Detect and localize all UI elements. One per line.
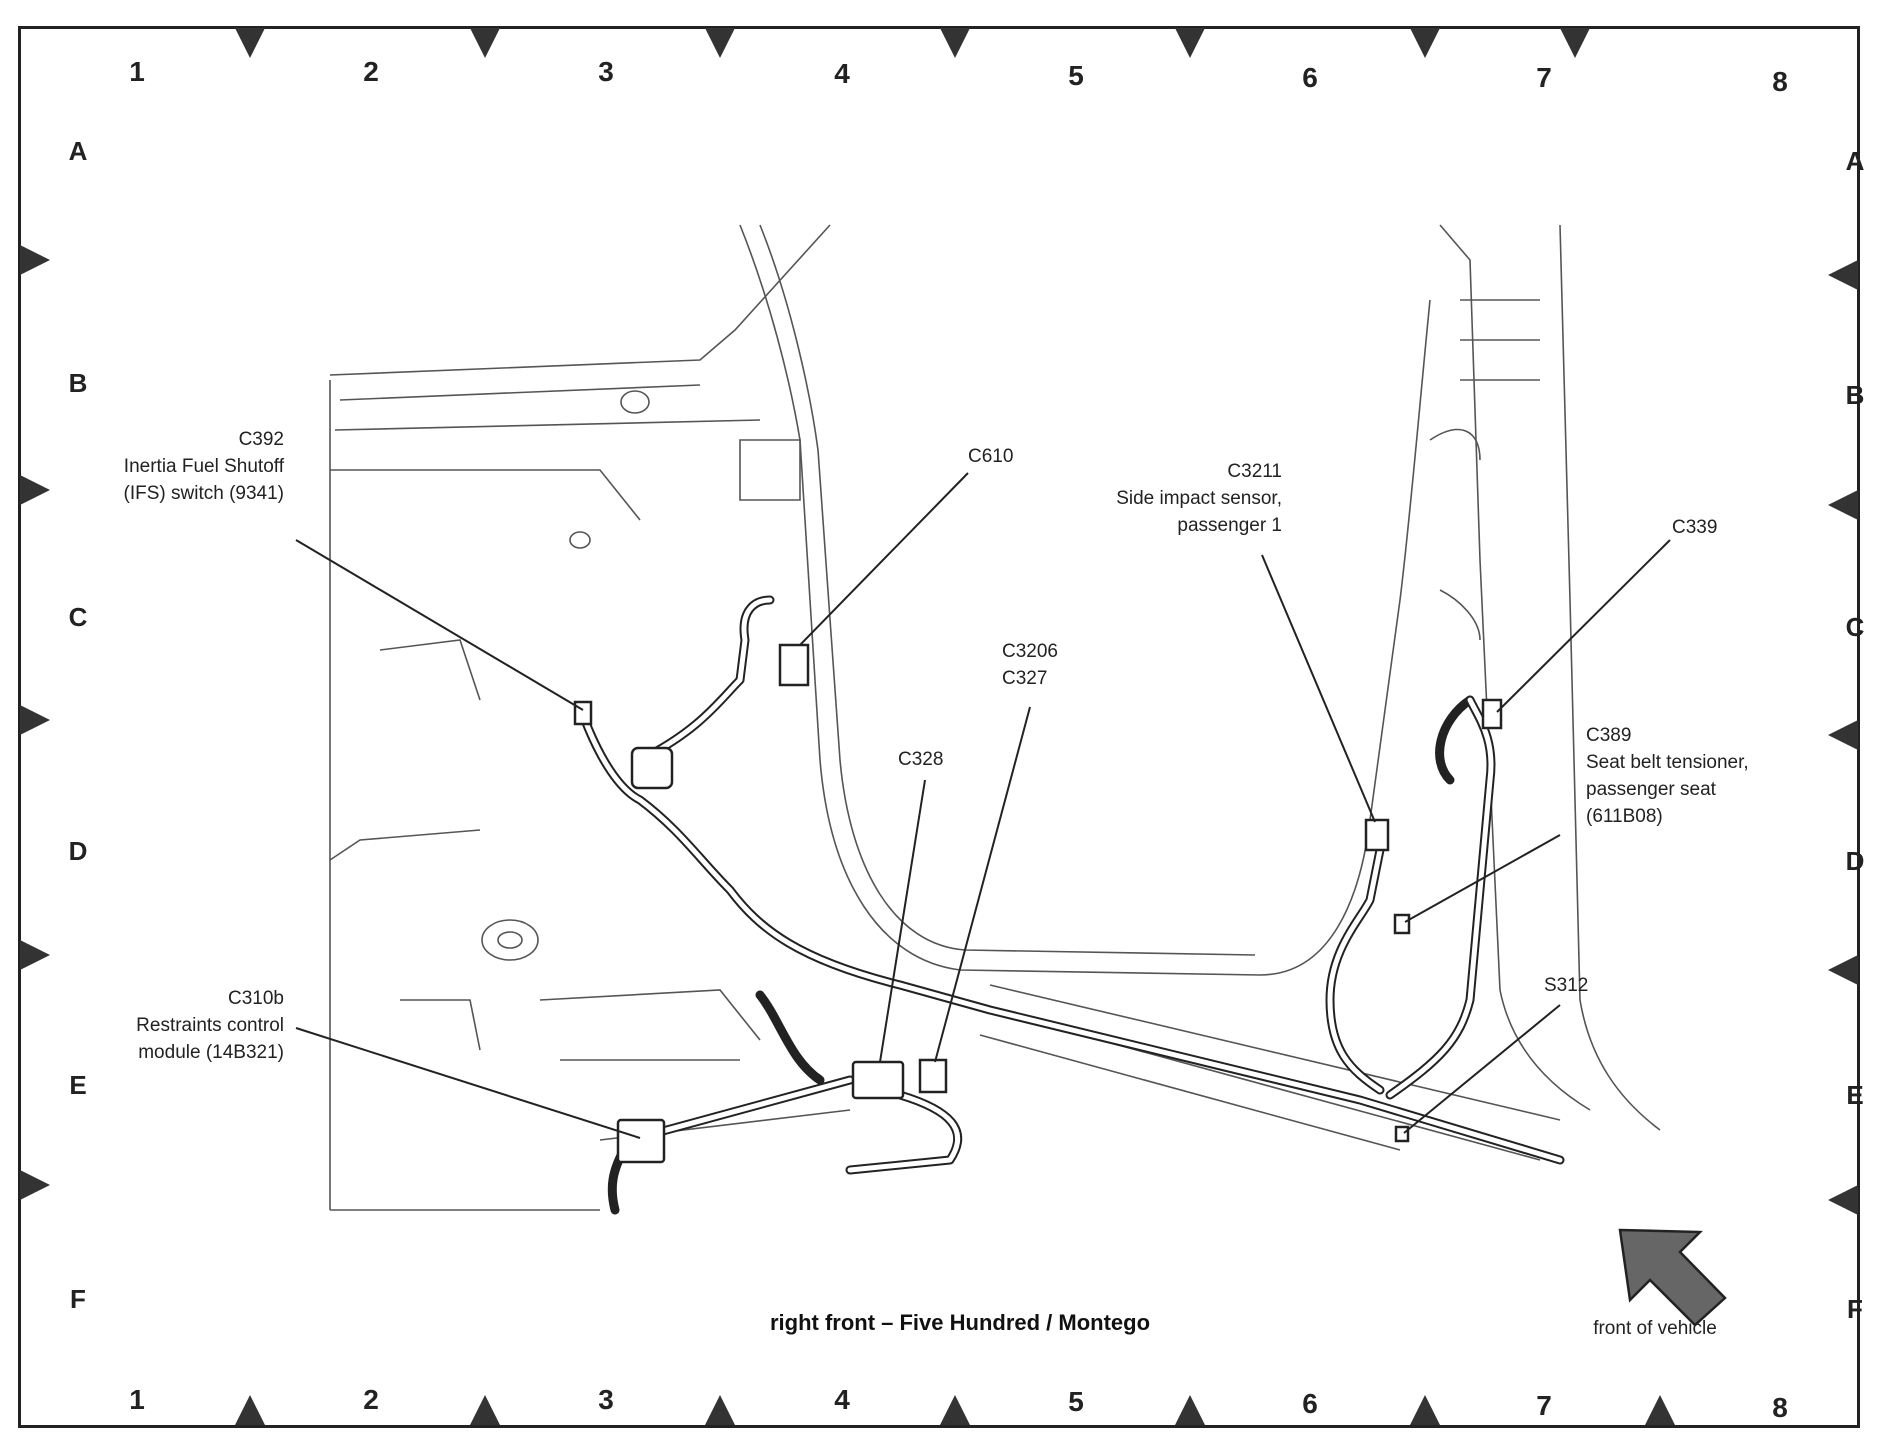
connector-c389 [1393,913,1411,935]
grid-row-d-right: D [1845,846,1865,876]
callout-c327-id: C327 [1002,668,1048,689]
grid-col-6-bottom: 6 [1302,1388,1318,1419]
callout-c310b-desc-1: Restraints control [136,1015,284,1036]
grid-row-b-right: B [1845,380,1865,410]
grid-col-5-top: 5 [1068,60,1084,91]
connector-c610 [778,643,810,687]
grid-row-f-right: F [1847,1294,1863,1324]
grid-markers [20,28,1858,1425]
grid-col-5-bottom: 5 [1068,1386,1084,1417]
callout-c328: C328 [898,746,943,773]
grid-col-7-top: 7 [1536,62,1552,93]
connector-c339 [1481,698,1503,730]
diagram-title: right front – Five Hundred / Montego [769,1310,1151,1335]
callout-c389-desc-3: (611B08) [1586,806,1663,827]
connector-c3211 [1364,818,1390,852]
grid-row-d-left: D [68,836,88,866]
callout-c392-desc-1: Inertia Fuel Shutoff [123,456,284,477]
callout-c310b: C310b Restraints control module (14B321) [136,985,284,1066]
callout-c3206-id: C3206 [1002,641,1058,662]
callout-c610: C610 [968,443,1013,470]
callout-c392-id: C392 [238,429,284,450]
callout-c339-id: C339 [1672,517,1718,538]
leader-lines [295,472,1671,1139]
callout-c310b-id: C310b [228,988,284,1009]
callout-c328-id: C328 [898,749,944,770]
connector-c328 [851,1060,905,1100]
callout-c389-id: C389 [1586,725,1632,746]
callout-c3211: C3211 Side impact sensor, passenger 1 [1116,458,1282,539]
front-of-vehicle-label: front of vehicle [1593,1318,1717,1339]
splice-s312 [1394,1125,1410,1143]
grid-row-c-left: C [68,602,88,632]
callout-c392: C392 Inertia Fuel Shutoff (IFS) switch (… [124,426,284,507]
grid-col-7-bottom: 7 [1536,1390,1552,1421]
grid-row-c-right: C [1845,612,1865,642]
grid-col-3-top: 3 [598,56,614,87]
diagram-frame [18,26,1860,1428]
grid-col-2-top: 2 [363,56,379,87]
callout-s312-id: S312 [1544,975,1589,996]
callout-c3206-c327: C3206 C327 [1002,638,1058,692]
callout-c3211-id: C3211 [1227,461,1282,482]
front-of-vehicle-arrow [1618,1228,1727,1327]
callout-c310b-desc-2: module (14B321) [138,1042,284,1063]
grid-col-8-top: 8 [1772,66,1788,97]
grid-row-a-right: A [1845,146,1865,176]
grid-col-4-top: 4 [834,58,850,89]
connector-c392 [573,700,593,726]
grid-row-e-right: E [1846,1080,1864,1110]
grid-col-3-bottom: 3 [598,1384,614,1415]
module-ifs-switch [630,746,674,790]
vehicle-body-sketch [329,224,1661,1211]
callout-c392-desc-2: (IFS) switch (9341) [123,483,284,504]
grid-col-6-top: 6 [1302,62,1318,93]
grid-col-1-bottom: 1 [129,1384,145,1415]
grid-col-8-bottom: 8 [1772,1392,1788,1423]
callout-c3211-desc-1: Side impact sensor, [1116,488,1282,509]
callout-c389: C389 Seat belt tensioner, passenger seat… [1586,722,1749,830]
callout-c389-desc-1: Seat belt tensioner, [1586,752,1749,773]
callout-c389-desc-2: passenger seat [1586,779,1716,800]
grid-col-4-bottom: 4 [834,1384,850,1415]
grid-row-a-left: A [68,136,88,166]
callout-c339: C339 [1672,514,1717,541]
grid-col-1-top: 1 [129,56,145,87]
callout-s312: S312 [1544,972,1588,999]
connector-c3206 [918,1058,948,1094]
grid-row-f-left: F [70,1284,86,1314]
connectors [573,643,1503,1164]
grid-row-b-left: B [68,368,88,398]
grid-col-2-bottom: 2 [363,1384,379,1415]
callout-c3211-desc-2: passenger 1 [1177,515,1282,536]
callout-c610-id: C610 [968,446,1014,467]
grid-row-e-left: E [69,1070,87,1100]
connector-c310b [616,1118,666,1164]
